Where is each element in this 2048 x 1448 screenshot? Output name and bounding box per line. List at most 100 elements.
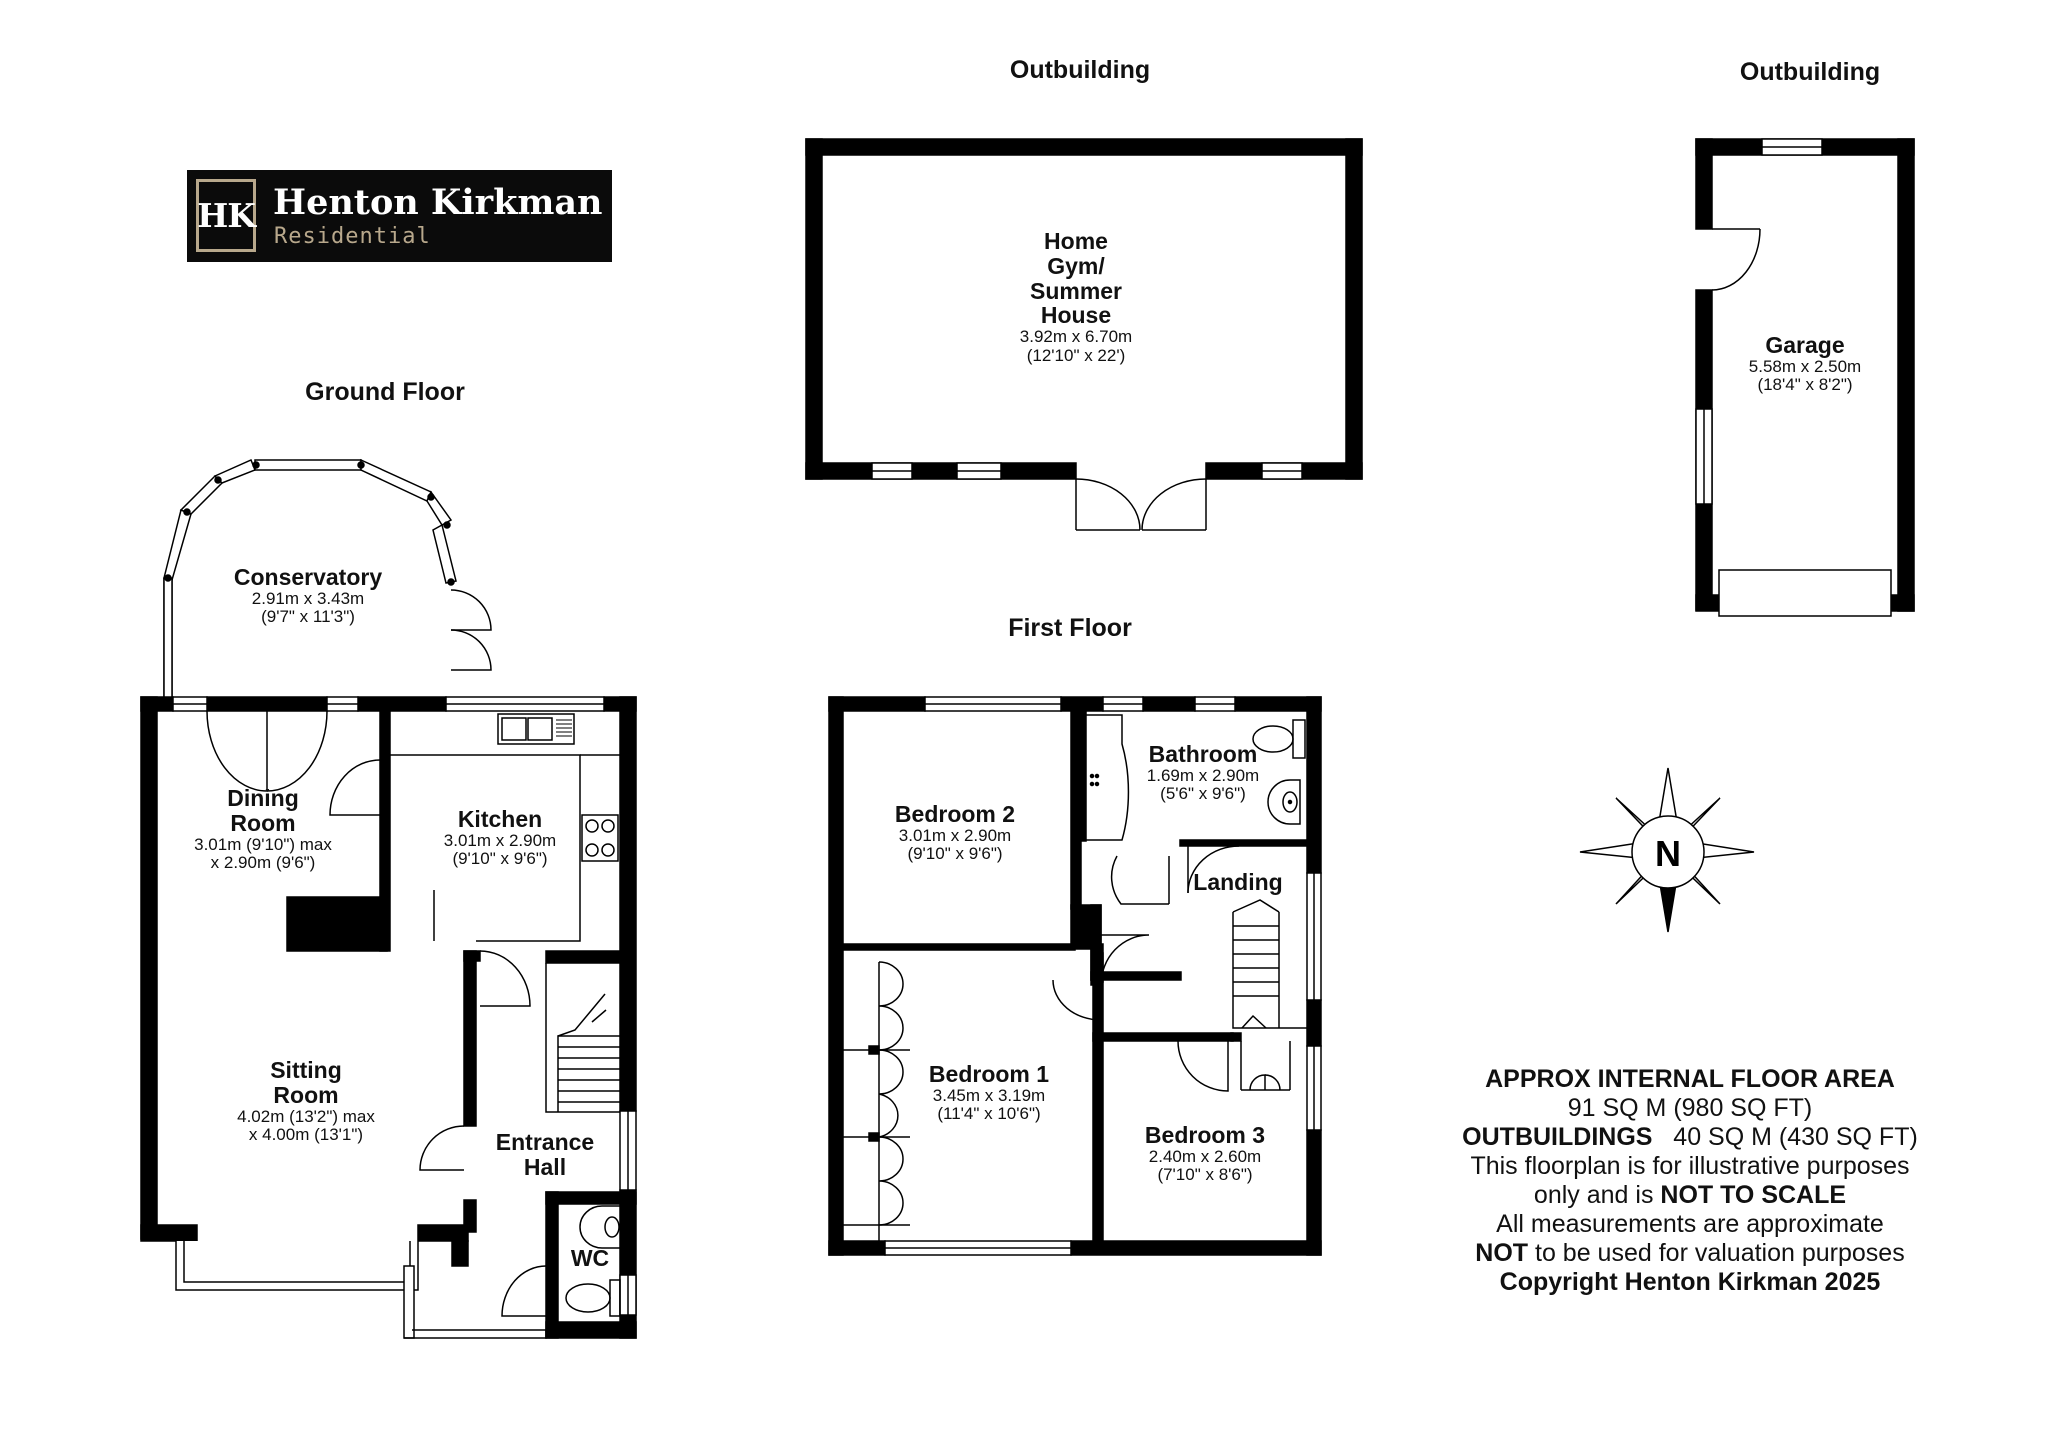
wc-name: WC — [570, 1245, 610, 1271]
bathroom-fixtures — [1085, 714, 1306, 841]
area-disclaimer-2: only and is NOT TO SCALE — [1440, 1181, 1940, 1210]
area-outbuildings-value: 40 SQ M (430 SQ FT) — [1673, 1123, 1918, 1151]
room-label-bedroom3: Bedroom 3 2.40m x 2.60m (7'10" x 8'6") — [1145, 1123, 1265, 1185]
ground-floor-heading: Ground Floor — [305, 378, 465, 406]
ground-floor-stairs — [545, 963, 620, 1113]
area-not-to-scale: NOT TO SCALE — [1660, 1181, 1847, 1209]
wc-fixtures — [565, 1205, 621, 1317]
compass-rose — [1579, 767, 1755, 933]
bedroom1-dim-metric: 3.45m x 3.19m — [932, 1085, 1046, 1105]
room-label-wc: WC — [571, 1246, 609, 1271]
room-label-conservatory: Conservatory 2.91m x 3.43m (9'7" x 11'3"… — [234, 565, 382, 627]
first-floor-stairs — [1232, 899, 1307, 1029]
ground-floor-windows — [172, 696, 637, 1339]
kitchen-dim-metric: 3.01m x 2.90m — [443, 830, 557, 850]
landing-name: Landing — [1193, 869, 1283, 895]
dining-french-doors — [206, 710, 328, 792]
bedroom1-name: Bedroom 1 — [928, 1061, 1050, 1087]
garage-door — [1711, 228, 1761, 291]
gym-name-line-3: Summer — [1029, 277, 1123, 304]
sitting-dim-1: 4.02m (13'2") max — [237, 1106, 375, 1126]
area-outbuildings: OUTBUILDINGS 40 SQ M (430 SQ FT) — [1440, 1123, 1940, 1152]
garage-windows — [1695, 138, 1892, 617]
dining-name-line-1: Dining — [227, 785, 299, 811]
outbuilding-heading-gym: Outbuilding — [1009, 56, 1151, 84]
logo-monogram: HK — [196, 179, 256, 252]
garage-name: Garage — [1765, 332, 1845, 358]
garage-dim-metric: 5.58m x 2.50m — [1748, 356, 1862, 376]
room-label-sitting: Sitting Room 4.02m (13'2") max x 4.00m (… — [237, 1058, 375, 1144]
bedroom1-dim-imperial: (11'4" x 10'6") — [937, 1104, 1041, 1124]
ground-floor-walls — [140, 696, 637, 1339]
area-disclaimer-4: NOT to be used for valuation purposes — [1440, 1239, 1940, 1268]
kitchen-units — [390, 713, 620, 942]
kitchen-name: Kitchen — [457, 806, 543, 832]
room-label-kitchen: Kitchen 3.01m x 2.90m (9'10" x 9'6") — [444, 807, 556, 869]
logo-subtitle: Residential — [274, 224, 431, 249]
bedroom3-dim-metric: 2.40m x 2.60m — [1148, 1146, 1262, 1166]
sitting-name-line-1: Sitting — [270, 1057, 342, 1083]
dining-dim-2: x 2.90m (9'6") — [210, 853, 316, 873]
area-copyright: Copyright Henton Kirkman 2025 — [1499, 1268, 1881, 1296]
sitting-name-line-2: Room — [273, 1081, 339, 1108]
conservatory-bay — [163, 458, 457, 699]
conservatory-dim-metric: 2.91m x 3.43m — [251, 588, 365, 608]
area-disclaimer-3: All measurements are approximate — [1496, 1210, 1884, 1238]
bathroom-dim-metric: 1.69m x 2.90m — [1146, 765, 1260, 785]
area-not-label: NOT — [1475, 1239, 1529, 1267]
bedroom3-cupboard — [1240, 1041, 1291, 1091]
garage-walls — [1695, 138, 1915, 612]
gym-dim-metric: 3.92m x 6.70m — [1019, 327, 1133, 347]
entrance-name-line-1: Entrance — [495, 1129, 595, 1155]
gym-windows — [871, 462, 1303, 480]
sitting-dim-2: x 4.00m (13'1") — [248, 1125, 364, 1145]
bedroom2-name: Bedroom 2 — [894, 801, 1016, 827]
gym-dim-imperial: (12'10" x 22') — [1026, 345, 1126, 365]
room-label-bedroom1: Bedroom 1 3.45m x 3.19m (11'4" x 10'6") — [929, 1062, 1049, 1124]
bedroom2-dim-metric: 3.01m x 2.90m — [898, 825, 1012, 845]
area-valuation-text: to be used for valuation purposes — [1528, 1239, 1905, 1267]
floor-area-info: APPROX INTERNAL FLOOR AREA 91 SQ M (980 … — [1440, 1065, 1940, 1297]
conservatory-dim-imperial: (9'7" x 11'3") — [261, 607, 355, 627]
conservatory-side-door — [450, 589, 492, 671]
dining-name-line-2: Room — [230, 809, 296, 836]
garage-dim-imperial: (18'4" x 8'2") — [1757, 375, 1853, 395]
bathroom-name: Bathroom — [1148, 741, 1258, 767]
bedroom3-dim-imperial: (7'10" x 8'6") — [1157, 1165, 1253, 1185]
area-outbuildings-label: OUTBUILDINGS — [1462, 1123, 1653, 1151]
area-disclaimer-2a: only and is — [1533, 1181, 1661, 1209]
gym-outbuilding-walls — [805, 138, 1363, 480]
gym-french-doors — [1075, 478, 1207, 531]
room-label-landing: Landing — [1193, 870, 1282, 895]
logo-name: Henton Kirkman — [273, 182, 603, 223]
compass-n-label: N — [1655, 833, 1681, 874]
room-label-gym: Home Gym/ Summer House 3.92m x 6.70m (12… — [1020, 229, 1132, 365]
kitchen-doors — [329, 759, 547, 1317]
first-floor-walls — [828, 696, 1322, 1256]
bedroom1-wardrobes — [843, 961, 910, 1241]
area-heading: APPROX INTERNAL FLOOR AREA — [1485, 1065, 1895, 1093]
room-label-entrance-hall: Entrance Hall — [496, 1130, 594, 1180]
bathroom-dim-imperial: (5'6" x 9'6") — [1160, 784, 1246, 804]
first-floor-heading: First Floor — [1008, 614, 1132, 642]
henton-kirkman-logo: HK Henton Kirkman Residential — [187, 170, 612, 262]
room-label-dining: Dining Room 3.01m (9'10") max x 2.90m (9… — [194, 786, 332, 872]
dining-dim-1: 3.01m (9'10") max — [194, 834, 332, 854]
gym-name-line-4: House — [1040, 302, 1112, 329]
room-label-bathroom: Bathroom 1.69m x 2.90m (5'6" x 9'6") — [1147, 742, 1259, 804]
first-floor-doors — [1052, 845, 1240, 1092]
first-floor-windows — [884, 696, 1322, 1256]
gym-name-line-1: Home — [1044, 228, 1108, 254]
outbuilding-heading-garage: Outbuilding — [1739, 58, 1881, 86]
room-label-garage: Garage 5.58m x 2.50m (18'4" x 8'2") — [1749, 333, 1861, 395]
area-disclaimer-1: This floorplan is for illustrative purpo… — [1470, 1152, 1910, 1180]
bedroom3-name: Bedroom 3 — [1144, 1122, 1266, 1148]
entrance-name-line-2: Hall — [523, 1153, 567, 1180]
kitchen-dim-imperial: (9'10" x 9'6") — [452, 849, 548, 869]
area-internal: 91 SQ M (980 SQ FT) — [1567, 1094, 1813, 1122]
conservatory-name: Conservatory — [233, 564, 383, 590]
gym-name-line-2: Gym/ — [1047, 252, 1105, 279]
room-label-bedroom2: Bedroom 2 3.01m x 2.90m (9'10" x 9'6") — [895, 802, 1015, 864]
bedroom2-dim-imperial: (9'10" x 9'6") — [907, 844, 1003, 864]
